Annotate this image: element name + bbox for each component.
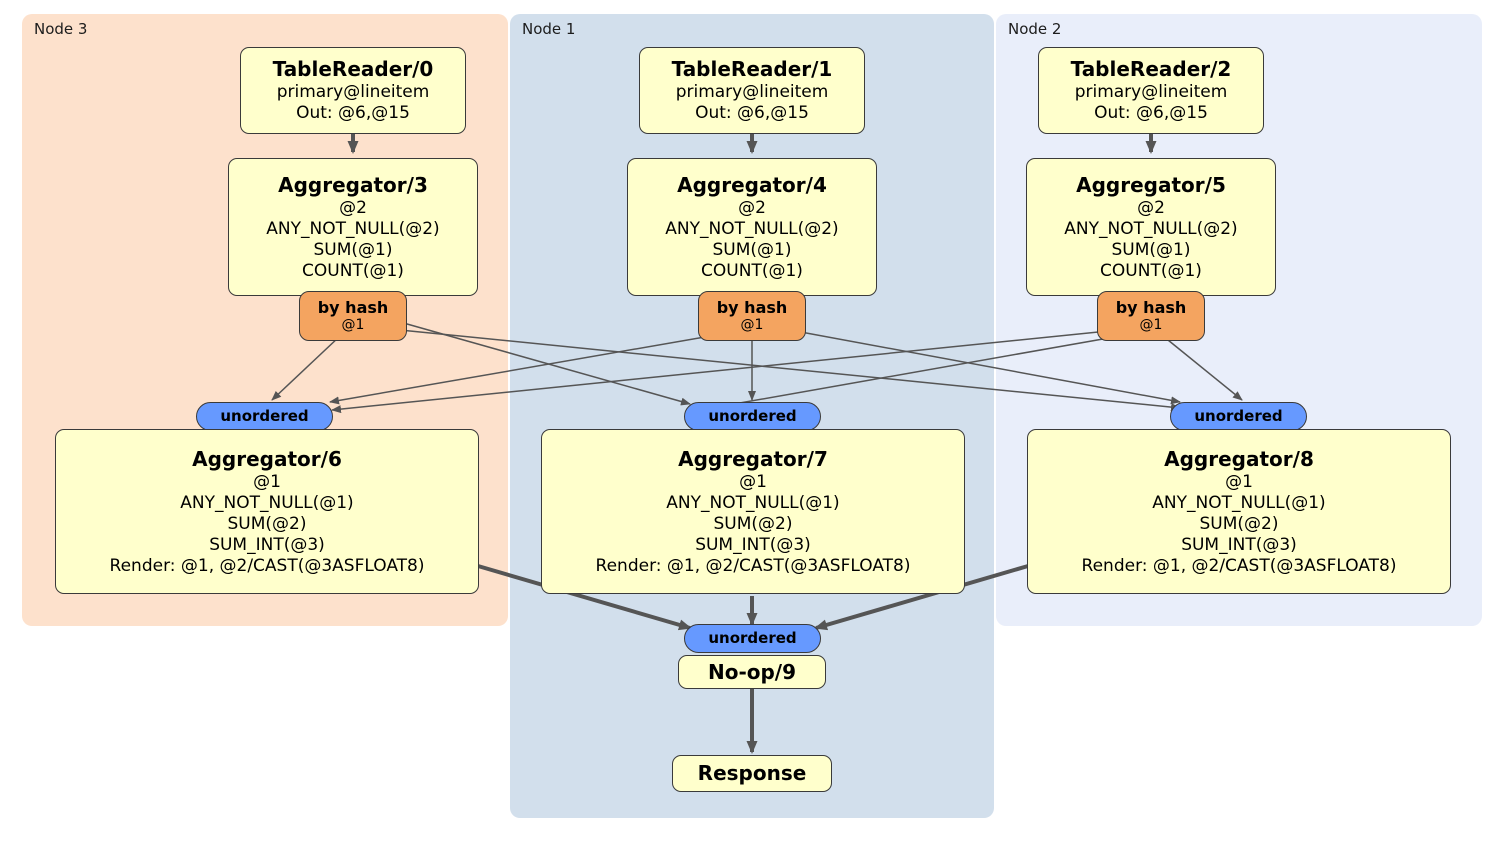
processor-tablereader-0[interactable]: TableReader/0 primary@lineitem Out: @6,@… — [240, 47, 466, 134]
node-panel-label: Node 3 — [34, 20, 88, 38]
processor-line: primary@lineitem — [1074, 82, 1228, 102]
router-detail: @1 — [740, 317, 764, 333]
processor-line: Render: @1, @2/CAST(@3ASFLOAT8) — [595, 555, 911, 576]
processor-title: TableReader/1 — [671, 57, 833, 81]
processor-line: primary@lineitem — [276, 82, 430, 102]
router-label: unordered — [708, 629, 797, 647]
processor-aggregator-3[interactable]: Aggregator/3 @2 ANY_NOT_NULL(@2) SUM(@1)… — [228, 158, 478, 296]
router-unordered-left[interactable]: unordered — [196, 402, 333, 431]
processor-line: Out: @6,@15 — [1094, 103, 1208, 123]
processor-line: Out: @6,@15 — [296, 103, 410, 123]
processor-title: Aggregator/3 — [278, 172, 428, 197]
router-label: unordered — [708, 407, 797, 425]
router-label: by hash — [716, 298, 788, 317]
processor-aggregator-6[interactable]: Aggregator/6 @1 ANY_NOT_NULL(@1) SUM(@2)… — [55, 429, 479, 594]
router-detail: @1 — [1139, 317, 1163, 333]
processor-line: SUM(@1) — [1111, 239, 1191, 260]
processor-line: COUNT(@1) — [302, 260, 404, 281]
processor-line: COUNT(@1) — [1100, 260, 1202, 281]
processor-line: SUM(@1) — [313, 239, 393, 260]
processor-tablereader-1[interactable]: TableReader/1 primary@lineitem Out: @6,@… — [639, 47, 865, 134]
processor-title: TableReader/2 — [1070, 57, 1232, 81]
processor-aggregator-7[interactable]: Aggregator/7 @1 ANY_NOT_NULL(@1) SUM(@2)… — [541, 429, 965, 594]
router-by-hash-right[interactable]: by hash @1 — [1097, 291, 1205, 341]
processor-tablereader-2[interactable]: TableReader/2 primary@lineitem Out: @6,@… — [1038, 47, 1264, 134]
processor-line: ANY_NOT_NULL(@1) — [666, 492, 840, 513]
processor-line: SUM(@2) — [1199, 513, 1279, 534]
node-panel-label: Node 1 — [522, 20, 576, 38]
processor-line: SUM(@2) — [227, 513, 307, 534]
processor-title: Aggregator/4 — [677, 172, 827, 197]
processor-line: SUM_INT(@3) — [1181, 534, 1297, 555]
processor-line: @1 — [739, 471, 767, 492]
processor-title: No-op/9 — [707, 659, 797, 684]
processor-line: Out: @6,@15 — [695, 103, 809, 123]
router-label: by hash — [317, 298, 389, 317]
processor-line: @1 — [253, 471, 281, 492]
processor-aggregator-5[interactable]: Aggregator/5 @2 ANY_NOT_NULL(@2) SUM(@1)… — [1026, 158, 1276, 296]
processor-line: ANY_NOT_NULL(@2) — [266, 218, 440, 239]
processor-line: ANY_NOT_NULL(@2) — [665, 218, 839, 239]
processor-line: @2 — [738, 197, 766, 218]
processor-title: Aggregator/8 — [1164, 446, 1314, 471]
processor-title: Aggregator/6 — [192, 446, 342, 471]
processor-line: @1 — [1225, 471, 1253, 492]
processor-line: Render: @1, @2/CAST(@3ASFLOAT8) — [109, 555, 425, 576]
processor-response[interactable]: Response — [672, 755, 832, 792]
processor-line: COUNT(@1) — [701, 260, 803, 281]
router-by-hash-left[interactable]: by hash @1 — [299, 291, 407, 341]
router-unordered-center[interactable]: unordered — [684, 402, 821, 431]
processor-title: Response — [697, 761, 807, 785]
processor-title: Aggregator/7 — [678, 446, 828, 471]
router-label: unordered — [220, 407, 309, 425]
processor-line: @2 — [1137, 197, 1165, 218]
processor-line: ANY_NOT_NULL(@2) — [1064, 218, 1238, 239]
processor-title: TableReader/0 — [272, 57, 434, 81]
router-label: unordered — [1194, 407, 1283, 425]
processor-line: ANY_NOT_NULL(@1) — [180, 492, 354, 513]
processor-line: Render: @1, @2/CAST(@3ASFLOAT8) — [1081, 555, 1397, 576]
router-unordered-right[interactable]: unordered — [1170, 402, 1307, 431]
processor-aggregator-8[interactable]: Aggregator/8 @1 ANY_NOT_NULL(@1) SUM(@2)… — [1027, 429, 1451, 594]
router-by-hash-center[interactable]: by hash @1 — [698, 291, 806, 341]
router-label: by hash — [1115, 298, 1187, 317]
processor-line: primary@lineitem — [675, 82, 829, 102]
router-unordered-final[interactable]: unordered — [684, 624, 821, 653]
processor-line: SUM(@2) — [713, 513, 793, 534]
processor-line: ANY_NOT_NULL(@1) — [1152, 492, 1326, 513]
node-panel-label: Node 2 — [1008, 20, 1062, 38]
processor-line: SUM(@1) — [712, 239, 792, 260]
router-detail: @1 — [341, 317, 365, 333]
processor-noop-9[interactable]: No-op/9 — [678, 655, 826, 689]
processor-line: @2 — [339, 197, 367, 218]
processor-aggregator-4[interactable]: Aggregator/4 @2 ANY_NOT_NULL(@2) SUM(@1)… — [627, 158, 877, 296]
processor-title: Aggregator/5 — [1076, 172, 1226, 197]
processor-line: SUM_INT(@3) — [209, 534, 325, 555]
processor-line: SUM_INT(@3) — [695, 534, 811, 555]
